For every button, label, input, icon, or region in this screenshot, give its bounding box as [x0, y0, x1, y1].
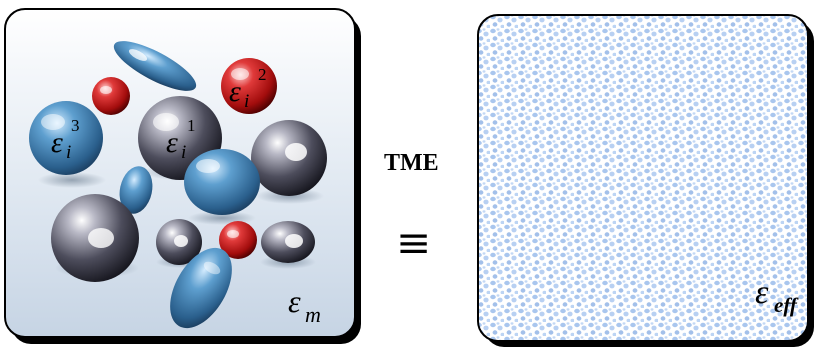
inclusion-3-superscript: 3 — [71, 116, 80, 135]
inclusion-2-superscript: 2 — [258, 65, 267, 84]
blue-ellipsoid-inclusion — [113, 41, 197, 91]
gray-ellipsoid-inclusion — [261, 221, 315, 263]
effective-medium-panel: ε eff — [477, 14, 814, 347]
inclusion-2-symbol: ε — [229, 75, 241, 108]
blue-sphere-inclusion-eps3 — [29, 101, 103, 175]
red-sphere-inclusion — [92, 77, 130, 115]
effective-panel-frame — [477, 14, 809, 342]
method-label: TME — [384, 150, 439, 176]
gray-sphere-inclusion-large — [51, 194, 139, 282]
matrix-symbol: ε — [288, 283, 301, 319]
blue-ellipsoid-inclusion-small — [119, 166, 153, 214]
inclusion-3-subscript: i — [66, 142, 71, 163]
inclusion-1-subscript: i — [181, 142, 186, 163]
red-sphere-inclusion-eps2 — [221, 58, 277, 114]
inclusion-1-symbol: ε — [166, 126, 178, 159]
gray-sphere-inclusion-small — [156, 219, 202, 265]
inclusion-1-superscript: 1 — [187, 116, 196, 135]
equivalence-symbol: ≡ — [396, 218, 432, 267]
blue-ellipsoid-inclusion-bottom — [170, 247, 232, 329]
blue-sphere-inclusion — [184, 149, 260, 215]
composite-panel: ε i 1 ε i 2 ε i 3 ε m — [4, 8, 361, 344]
effective-subscript: eff — [774, 293, 799, 317]
gray-sphere-inclusion — [251, 120, 327, 196]
effective-symbol: ε — [755, 274, 769, 311]
red-sphere-inclusion-small — [219, 221, 257, 259]
inclusion-3-symbol: ε — [51, 126, 63, 159]
matrix-subscript: m — [305, 302, 321, 327]
inclusion-2-subscript: i — [244, 91, 249, 112]
